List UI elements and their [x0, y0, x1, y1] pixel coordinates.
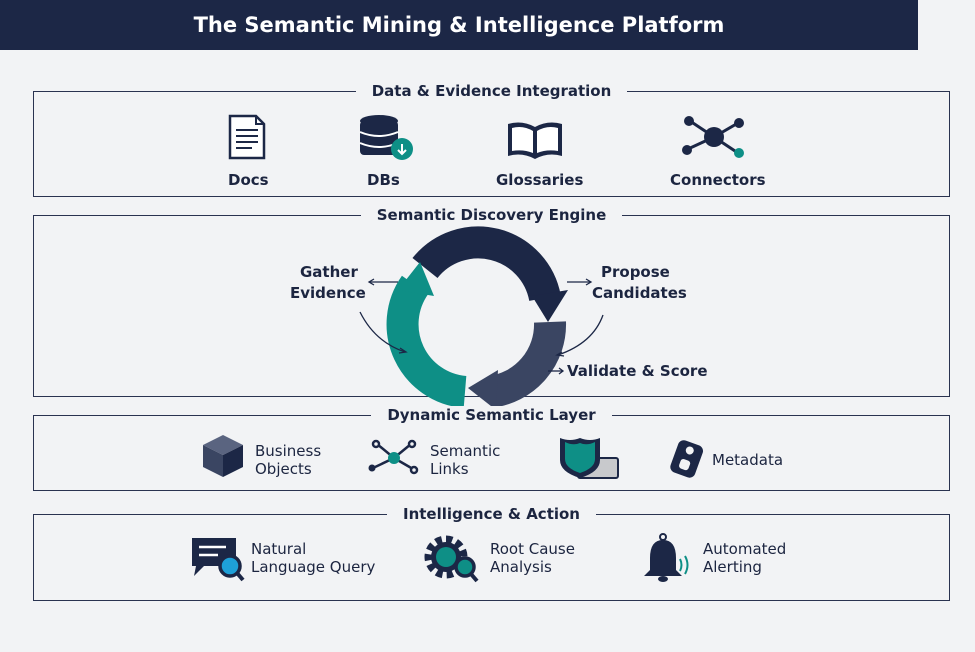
nlq-label-2: Language Query — [251, 558, 376, 576]
connectors-icon — [682, 116, 744, 158]
semantic-links-label-1: Semantic — [430, 442, 501, 460]
docs-label: Docs — [228, 171, 269, 189]
glossaries-label: Glossaries — [496, 171, 584, 189]
document-icon — [228, 114, 266, 160]
database-icon — [359, 115, 413, 160]
cube-icon — [203, 435, 243, 477]
section-data-integration: Data & Evidence Integration — [33, 82, 950, 197]
semantic-links-icon — [368, 439, 419, 475]
gather-label-1: Gather — [300, 263, 358, 281]
business-objects-label-2: Objects — [255, 460, 312, 478]
shield-icon — [560, 438, 619, 479]
propose-label-1: Propose — [601, 263, 670, 281]
validate-label: Validate & Score — [567, 362, 708, 380]
bell-icon — [644, 533, 689, 582]
section-intelligence-action: Intelligence & Action — [33, 505, 950, 601]
business-objects-label-1: Business — [255, 442, 322, 460]
nlq-label-1: Natural — [251, 540, 307, 558]
section-semantic-discovery: Semantic Discovery Engine — [33, 206, 950, 397]
metadata-tag-icon — [670, 440, 703, 478]
metadata-label: Metadata — [712, 451, 784, 469]
gear-search-icon — [424, 535, 479, 583]
gather-label-2: Evidence — [290, 284, 366, 302]
dbs-label: DBs — [367, 171, 400, 189]
section-title: Intelligence & Action — [386, 505, 596, 523]
alerting-label-2: Alerting — [703, 558, 762, 576]
section-title: Dynamic Semantic Layer — [371, 406, 612, 424]
page-title: The Semantic Mining & Intelligence Platf… — [0, 0, 918, 50]
section-title: Data & Evidence Integration — [355, 82, 628, 100]
section-semantic-layer: Dynamic Semantic Layer — [33, 406, 950, 491]
book-icon — [508, 122, 562, 159]
alerting-label-1: Automated — [703, 540, 787, 558]
chat-search-icon — [192, 538, 245, 582]
propose-label-2: Candidates — [592, 284, 687, 302]
rca-label-2: Analysis — [490, 558, 552, 576]
section-title: Semantic Discovery Engine — [360, 206, 623, 224]
connectors-label: Connectors — [670, 171, 766, 189]
semantic-links-label-2: Links — [430, 460, 469, 478]
rca-label-1: Root Cause — [490, 540, 575, 558]
